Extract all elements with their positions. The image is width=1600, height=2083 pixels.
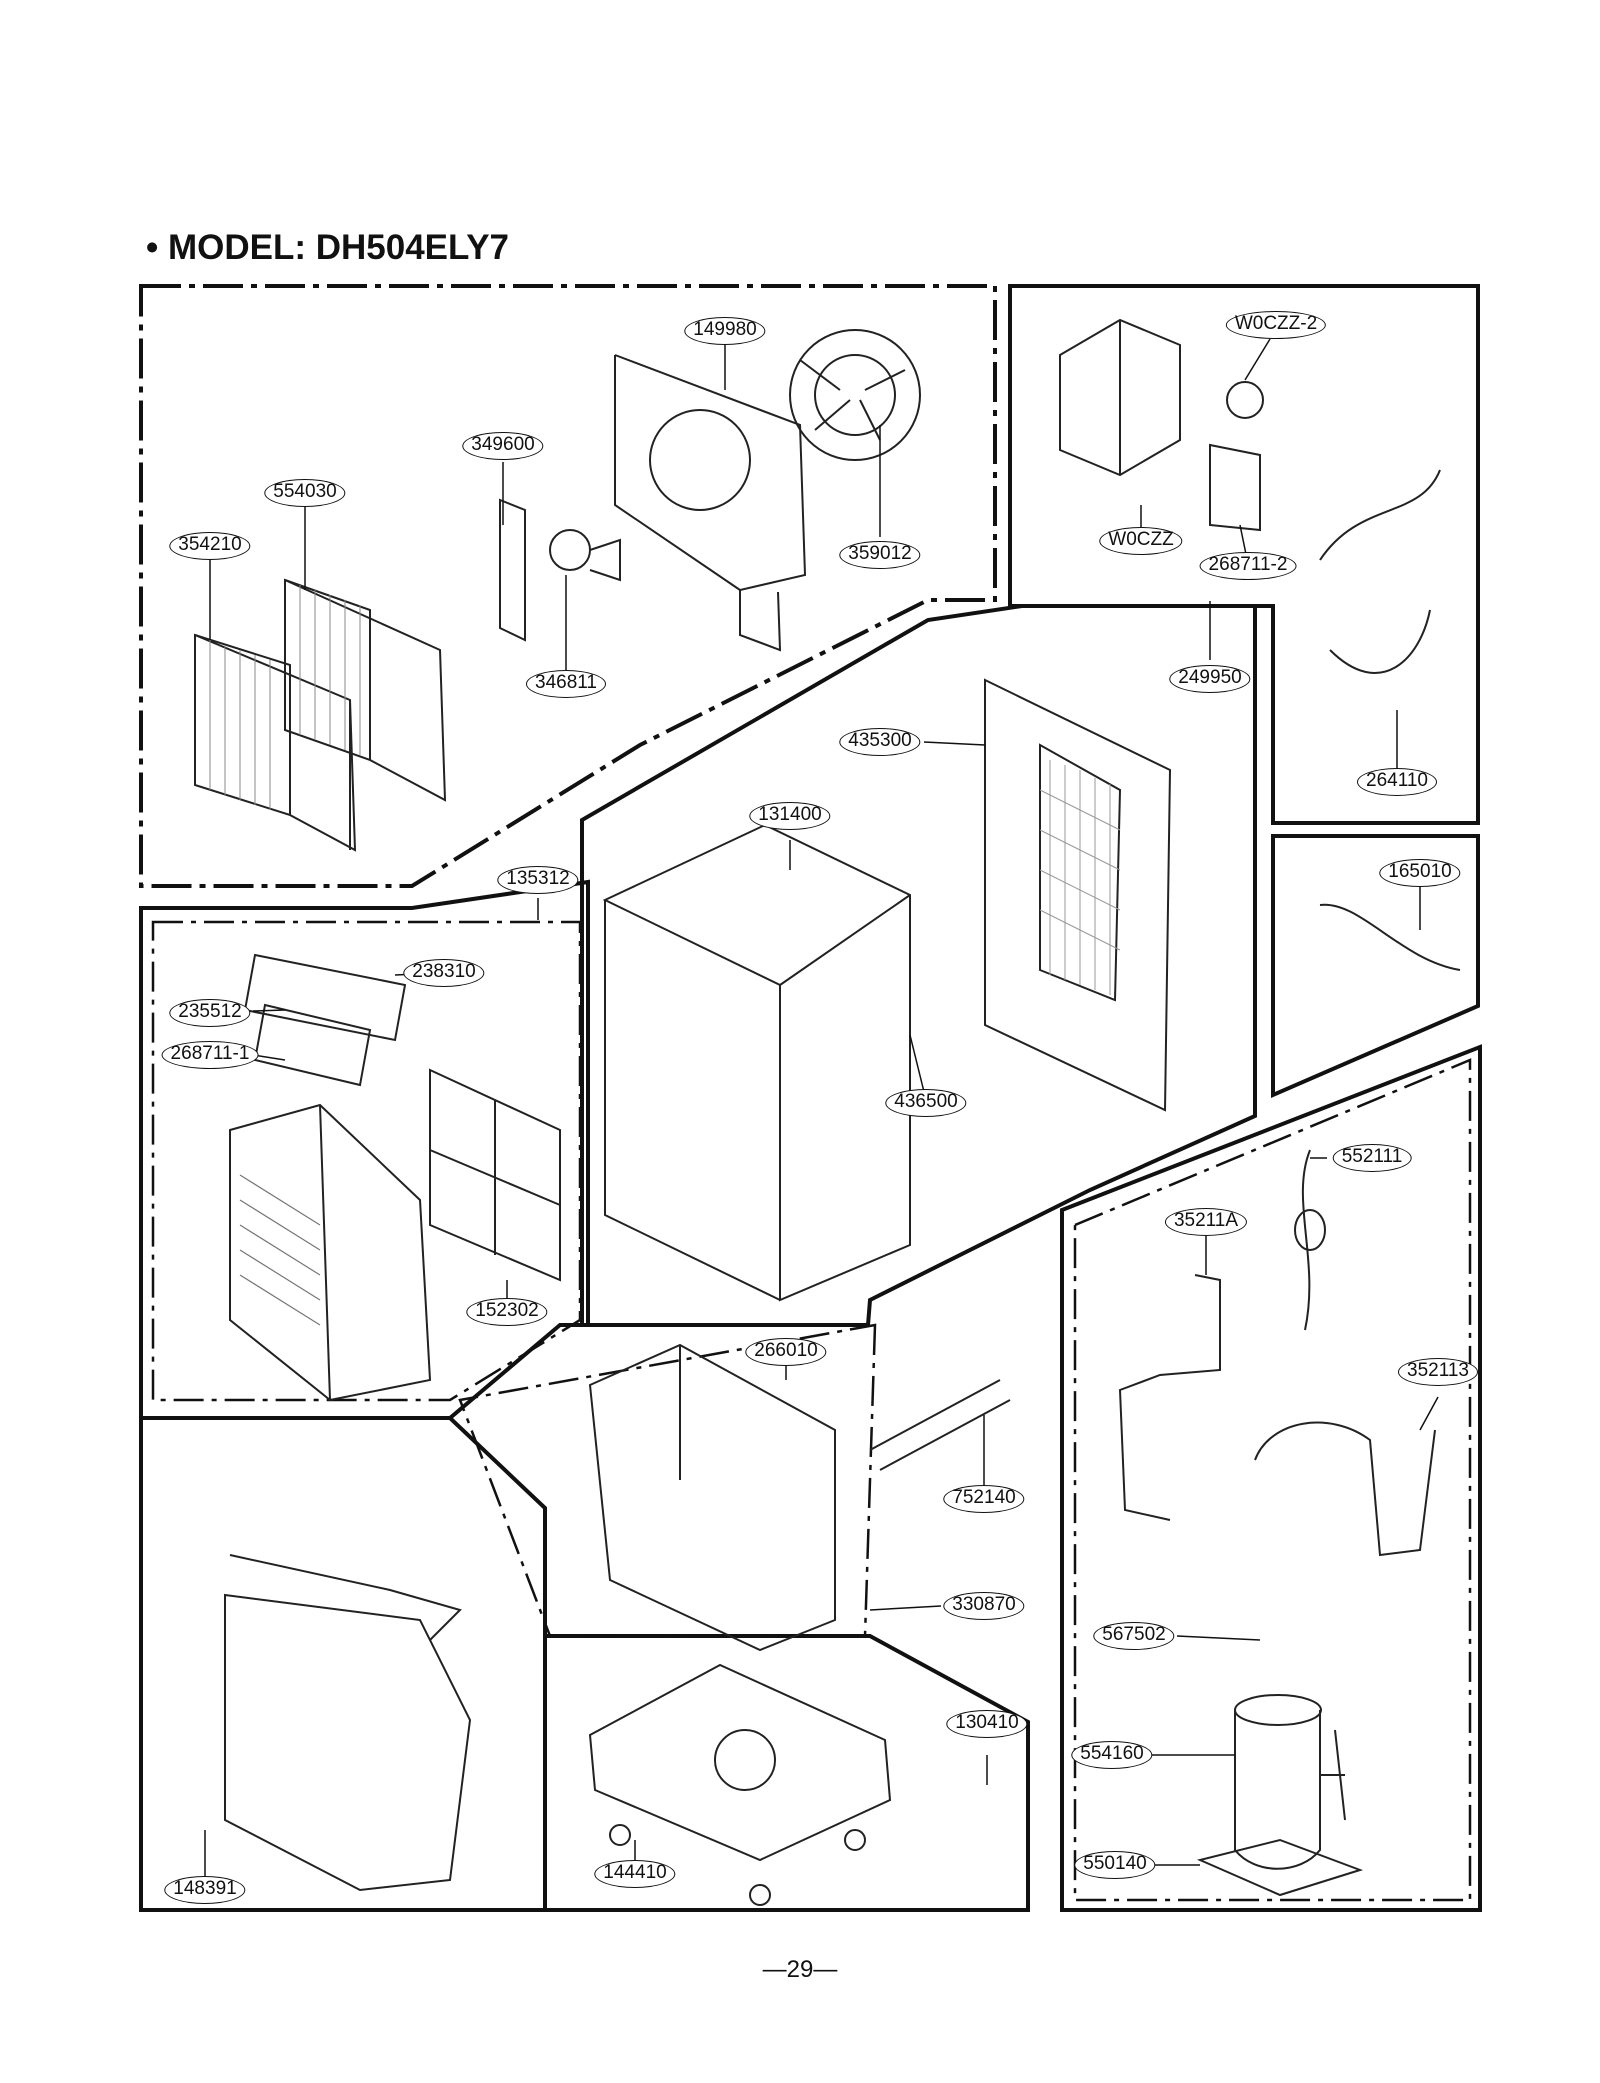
part-label-131400: 131400 bbox=[749, 802, 831, 830]
part-label-w0czz-2: W0CZZ-2 bbox=[1225, 311, 1327, 339]
rear-grille-panel bbox=[984, 678, 1172, 1112]
part-label-554160: 554160 bbox=[1071, 1741, 1153, 1769]
section-frame-cabinet-rear bbox=[580, 604, 1257, 1327]
section-frame-condenser-fan bbox=[139, 284, 997, 888]
fan-motor bbox=[499, 498, 621, 642]
part-label-349600: 349600 bbox=[462, 432, 544, 460]
part-label-435300: 435300 bbox=[839, 728, 921, 756]
part-label-149980: 149980 bbox=[684, 317, 766, 345]
base-plate bbox=[588, 1663, 892, 1862]
part-label-144410: 144410 bbox=[594, 1860, 676, 1888]
part-label-346811: 346811 bbox=[526, 670, 606, 698]
part-label-264110: 264110 bbox=[1357, 768, 1437, 796]
electrical-box bbox=[1059, 318, 1264, 532]
wire-harness bbox=[1319, 469, 1461, 971]
part-label-352113: 352113 bbox=[1398, 1358, 1478, 1386]
section-frame-front-panel bbox=[139, 879, 590, 1420]
discharge-pipe bbox=[1254, 1421, 1436, 1557]
section-frame-bucket bbox=[139, 1416, 547, 1912]
drain-hose bbox=[869, 1379, 1011, 1471]
water-bucket bbox=[224, 1554, 472, 1892]
part-label-330870: 330870 bbox=[943, 1592, 1025, 1620]
air-filter bbox=[429, 1068, 561, 1282]
condenser-coil-front bbox=[194, 633, 357, 852]
suction-pipe bbox=[1118, 1274, 1221, 1521]
cabinet bbox=[602, 823, 911, 1302]
page-title: • MODEL: DH504ELY7 bbox=[146, 228, 510, 267]
part-label-436500: 436500 bbox=[885, 1089, 967, 1117]
fan-blade bbox=[789, 329, 921, 461]
part-label-238310: 238310 bbox=[403, 959, 485, 987]
part-label-354210: 354210 bbox=[169, 532, 251, 560]
part-label-567502: 567502 bbox=[1093, 1622, 1175, 1650]
part-label-359012: 359012 bbox=[839, 541, 921, 569]
section-frame-compressor bbox=[1060, 1044, 1482, 1912]
control-panel bbox=[243, 953, 407, 1087]
condenser-coil-rear bbox=[284, 578, 447, 802]
fan-shroud bbox=[614, 354, 807, 652]
part-label-752140: 752140 bbox=[943, 1485, 1025, 1513]
part-label-235512: 235512 bbox=[169, 999, 251, 1027]
compressor bbox=[1196, 1694, 1364, 1897]
part-label-165010: 165010 bbox=[1379, 859, 1461, 887]
part-label-135312: 135312 bbox=[497, 866, 579, 894]
part-label-550140: 550140 bbox=[1074, 1851, 1156, 1879]
part-label-268711-1: 268711-1 bbox=[161, 1041, 259, 1069]
part-label-130410: 130410 bbox=[946, 1710, 1028, 1738]
caster-wheels bbox=[609, 1824, 866, 1906]
page-number: —29— bbox=[762, 1956, 838, 1983]
part-label-552111: 552111 bbox=[1332, 1144, 1412, 1172]
part-label-266010: 266010 bbox=[745, 1338, 827, 1366]
capillary-tube bbox=[1294, 1149, 1326, 1331]
part-label-w0czz: W0CZZ bbox=[1099, 527, 1183, 555]
section-frame-harness bbox=[1271, 834, 1480, 1099]
drain-pan bbox=[588, 1343, 836, 1652]
part-label-249950: 249950 bbox=[1169, 665, 1251, 693]
part-label-268711-2: 268711-2 bbox=[1199, 552, 1297, 580]
part-label-152302: 152302 bbox=[466, 1298, 548, 1326]
part-label-148391: 148391 bbox=[164, 1876, 246, 1904]
front-panel bbox=[229, 1103, 432, 1402]
part-label-554030: 554030 bbox=[264, 479, 346, 507]
part-label-35211a: 35211A bbox=[1164, 1208, 1248, 1236]
